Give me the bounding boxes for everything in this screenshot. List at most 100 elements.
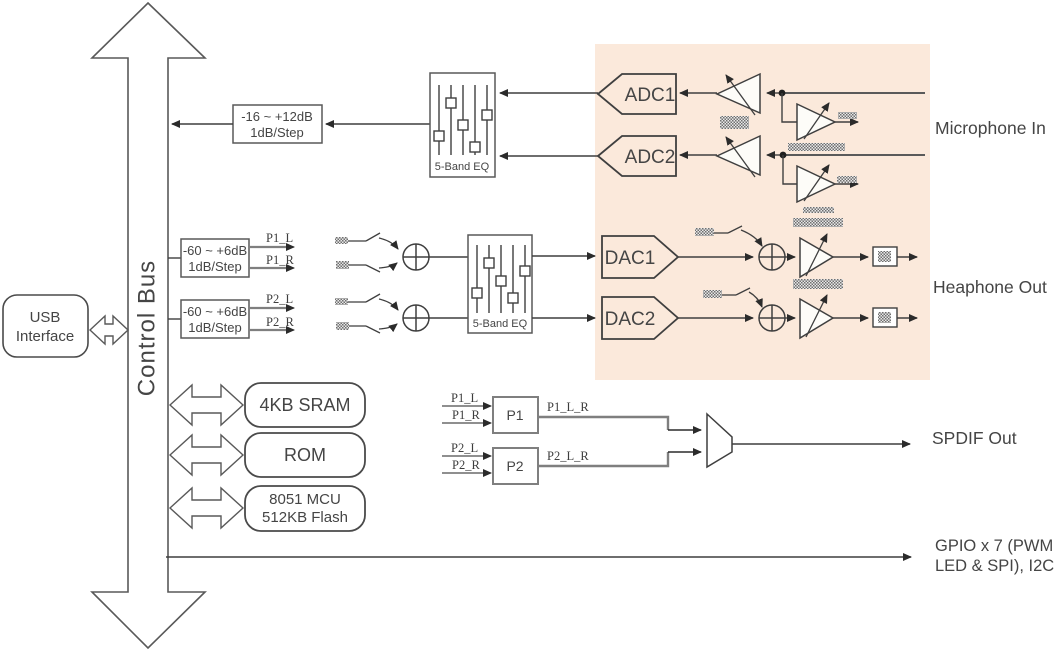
hp-gain1-label-2: 1dB/Step bbox=[188, 259, 242, 274]
p2-l-out-label: P2_L bbox=[266, 292, 293, 306]
mic-gain-label-2: 1dB/Step bbox=[250, 125, 304, 140]
mic2-sidetone-branch bbox=[782, 155, 797, 185]
eq-top-label: 5-Band EQ bbox=[435, 161, 490, 173]
variable-gain-arrow-icon bbox=[805, 294, 828, 338]
summing-node-icon bbox=[758, 304, 786, 332]
rom-label: ROM bbox=[284, 445, 326, 465]
hp-gain2-label-2: 1dB/Step bbox=[188, 320, 242, 335]
bus-rom-bidir-arrow bbox=[168, 433, 245, 477]
redacted-label bbox=[803, 207, 834, 213]
spdif-p1-lr-label: P1_L_R bbox=[547, 400, 589, 414]
redacted-label bbox=[878, 251, 891, 262]
hp-gain-box-1 bbox=[180, 238, 250, 278]
redacted-label bbox=[336, 261, 349, 269]
usb-interface-label-1: USB bbox=[30, 309, 61, 326]
redacted-label bbox=[335, 298, 348, 305]
hp-gain2-label-1: -60 ~ +6dB bbox=[183, 304, 247, 319]
switch-icon bbox=[365, 264, 381, 273]
variable-gain-arrow-icon bbox=[725, 74, 756, 116]
rom-box bbox=[244, 432, 366, 478]
dac2-block bbox=[601, 296, 680, 340]
p1-l-out-label: P1_L bbox=[266, 231, 293, 245]
usb-interface-box bbox=[2, 294, 89, 358]
redacted-label bbox=[793, 279, 843, 289]
redacted-label bbox=[837, 176, 857, 183]
mic2-sidetone-amp bbox=[796, 164, 859, 204]
hp-gain1-label-1: -60 ~ +6dB bbox=[183, 243, 247, 258]
variable-gain-arrow-icon bbox=[803, 102, 830, 140]
mcu-label-2: 512KB Flash bbox=[262, 509, 348, 526]
spdif-p2-l-label: P2_L bbox=[451, 441, 478, 455]
mcu-box bbox=[244, 485, 366, 532]
switch-icon bbox=[735, 287, 751, 296]
mic-gain-label-1: -16 ~ +12dB bbox=[241, 109, 313, 124]
redacted-label bbox=[878, 312, 891, 323]
eq-bottom-box: 5-Band EQ bbox=[467, 234, 533, 334]
mic1-sidetone-branch bbox=[781, 93, 797, 123]
switch-icon bbox=[365, 325, 381, 334]
dac1-label: DAC1 bbox=[605, 248, 656, 269]
spdif-mux bbox=[706, 412, 733, 469]
summing-node-icon bbox=[758, 243, 786, 271]
bus-mcu-bidir-arrow bbox=[168, 486, 245, 530]
dac2-label: DAC2 bbox=[605, 309, 656, 330]
hp2-output-amp bbox=[799, 294, 835, 340]
eq-bottom-label: 5-Band EQ bbox=[473, 318, 528, 330]
equalizer-icon bbox=[471, 245, 531, 313]
redacted-label bbox=[695, 228, 714, 236]
mixer2-switches bbox=[335, 293, 399, 334]
adc1-label: ADC1 bbox=[625, 85, 676, 106]
usb-bus-bidir-arrow bbox=[88, 314, 130, 346]
spdif-p2-box-label: P2 bbox=[506, 458, 523, 474]
summing-node-icon bbox=[402, 243, 430, 271]
gpio-label-2: LED & SPI), I2C bbox=[935, 557, 1054, 575]
mcu-label-1: 8051 MCU bbox=[269, 491, 341, 508]
spdif-p1-l-label: P1_L bbox=[451, 391, 478, 405]
mic2-input-amp bbox=[679, 134, 783, 178]
variable-gain-arrow-icon bbox=[805, 233, 828, 277]
mic1-sidetone-amp bbox=[796, 102, 859, 142]
switch-icon bbox=[727, 225, 743, 234]
hp1-output-amp bbox=[799, 233, 835, 279]
redacted-label bbox=[336, 322, 349, 330]
sram-box bbox=[244, 382, 366, 428]
dac1-block bbox=[601, 235, 680, 279]
usb-interface-label-2: Interface bbox=[16, 328, 74, 345]
mixer1-switches bbox=[335, 232, 399, 273]
hp-gain-box-2 bbox=[180, 299, 250, 339]
spdif-p1-box bbox=[492, 396, 539, 434]
redacted-label bbox=[793, 218, 843, 227]
gpio-label-1: GPIO x 7 (PWM bbox=[935, 537, 1053, 555]
p2-r-out-label: P2_R bbox=[266, 315, 294, 329]
spdif-p1-box-label: P1 bbox=[506, 407, 523, 423]
mic-gain-box bbox=[232, 104, 323, 144]
spdif-out-label: SPDIF Out bbox=[932, 428, 1017, 448]
headphone-out-label: Heaphone Out bbox=[933, 277, 1047, 297]
equalizer-icon bbox=[433, 85, 493, 155]
adc1-block bbox=[596, 73, 677, 115]
p1-lr-route bbox=[538, 415, 670, 430]
redacted-label bbox=[788, 143, 845, 151]
variable-gain-arrow-icon bbox=[725, 136, 756, 178]
bus-sram-bidir-arrow bbox=[168, 383, 245, 427]
hp2-sidetone-switch bbox=[703, 287, 763, 308]
microphone-in-label: Microphone In bbox=[935, 118, 1046, 138]
control-bus-label: Control Bus bbox=[133, 260, 160, 396]
variable-gain-arrow-icon bbox=[803, 164, 830, 202]
eq-top-box: 5-Band EQ bbox=[429, 72, 496, 178]
redacted-label bbox=[335, 237, 348, 244]
spdif-p1-r-label: P1_R bbox=[452, 408, 480, 422]
spdif-p2-lr-label: P2_L_R bbox=[547, 449, 589, 463]
hp1-sidetone-switch bbox=[695, 225, 763, 247]
p1-r-out-label: P1_R bbox=[266, 253, 294, 267]
summing-node-icon bbox=[402, 304, 430, 332]
redacted-label bbox=[720, 116, 749, 129]
switch-icon bbox=[365, 232, 381, 242]
control-bus-arrow bbox=[90, 1, 207, 650]
switch-icon bbox=[365, 293, 381, 303]
sram-label: 4KB SRAM bbox=[259, 395, 350, 415]
redacted-label bbox=[703, 290, 722, 298]
spdif-p2-r-label: P2_R bbox=[452, 458, 480, 472]
redacted-label bbox=[838, 112, 857, 119]
